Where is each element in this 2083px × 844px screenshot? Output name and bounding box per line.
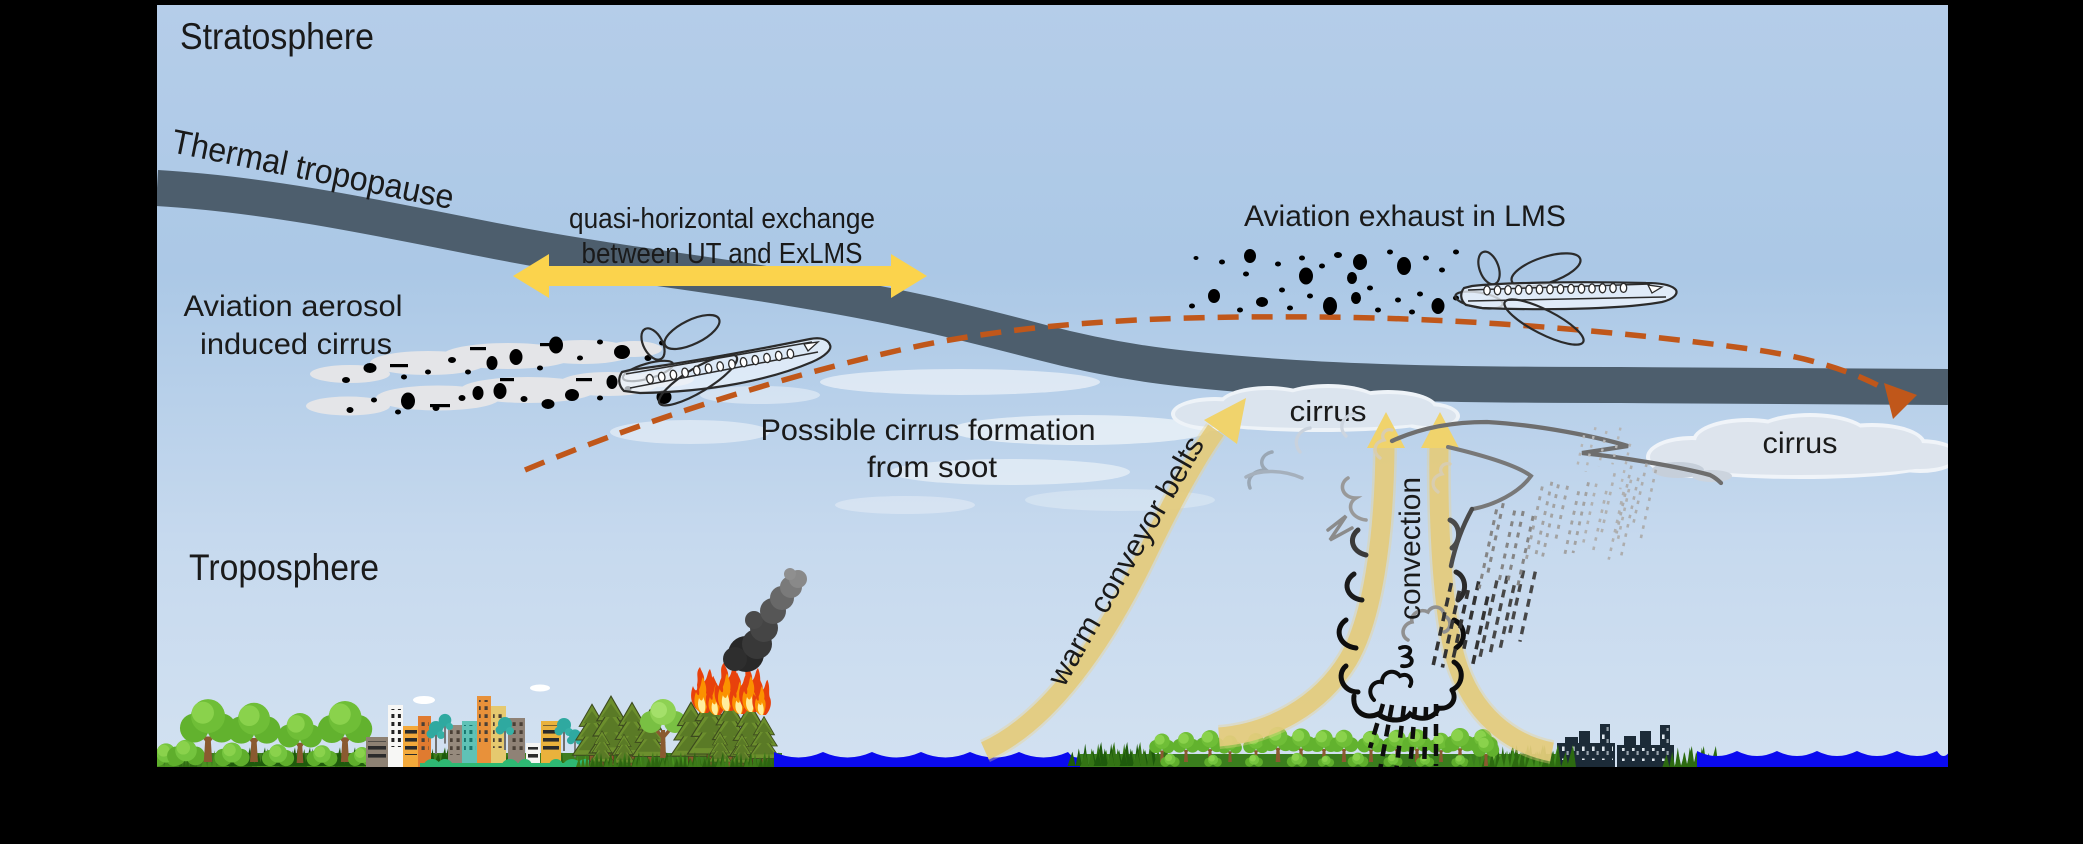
svg-text:between UT and ExLMS: between UT and ExLMS	[582, 238, 863, 270]
svg-text:convection: convection	[1394, 477, 1427, 620]
svg-text:cirrus: cirrus	[1763, 427, 1838, 460]
svg-text:quasi-horizontal exchange: quasi-horizontal exchange	[569, 203, 875, 235]
svg-text:Stratosphere: Stratosphere	[180, 16, 374, 57]
svg-text:Aviation exhaust in LMS: Aviation exhaust in LMS	[1244, 200, 1566, 233]
svg-text:induced cirrus: induced cirrus	[200, 328, 392, 361]
svg-text:Aviation aerosol: Aviation aerosol	[184, 290, 403, 323]
svg-text:cirrus: cirrus	[1290, 396, 1367, 428]
svg-text:from soot: from soot	[867, 451, 998, 484]
svg-text:Troposphere: Troposphere	[189, 547, 379, 588]
svg-text:Possible cirrus formation: Possible cirrus formation	[761, 414, 1096, 447]
